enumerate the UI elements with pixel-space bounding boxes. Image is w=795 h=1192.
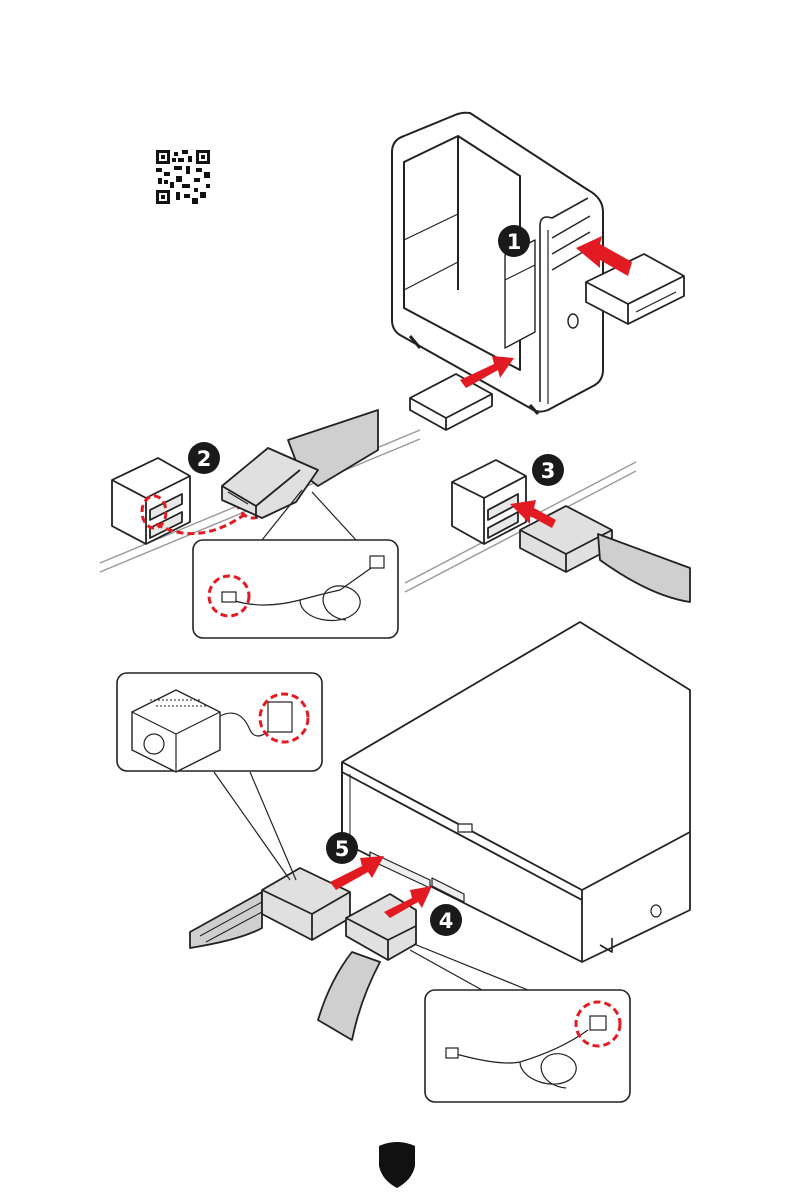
footer-text — [2, 1184, 202, 1192]
step-5-badge: 5 — [326, 832, 358, 864]
callout-lines-psu — [214, 772, 296, 880]
footer — [0, 1178, 795, 1192]
step-4-number: 4 — [439, 909, 454, 933]
step-1-number: 1 — [507, 230, 522, 254]
callout-lines-data — [410, 944, 528, 990]
step-3-badge: 3 — [532, 454, 564, 486]
step-5-number: 5 — [335, 837, 350, 861]
inset-sata-cable-left — [193, 540, 398, 638]
hard-drive-small — [410, 374, 492, 430]
inset-psu — [117, 673, 322, 772]
step-1-badge: 1 — [498, 225, 530, 257]
step-2-number: 2 — [197, 447, 212, 471]
step-3-number: 3 — [541, 459, 556, 483]
step-2-badge: 2 — [188, 442, 220, 474]
qr-code-icon — [156, 150, 210, 204]
step-4-badge: 4 — [430, 904, 462, 936]
sata-cable-left — [222, 410, 378, 518]
sata-port-block-right — [452, 460, 526, 544]
inset-sata-cable-right — [425, 990, 630, 1102]
power-cable-plug — [190, 868, 350, 948]
